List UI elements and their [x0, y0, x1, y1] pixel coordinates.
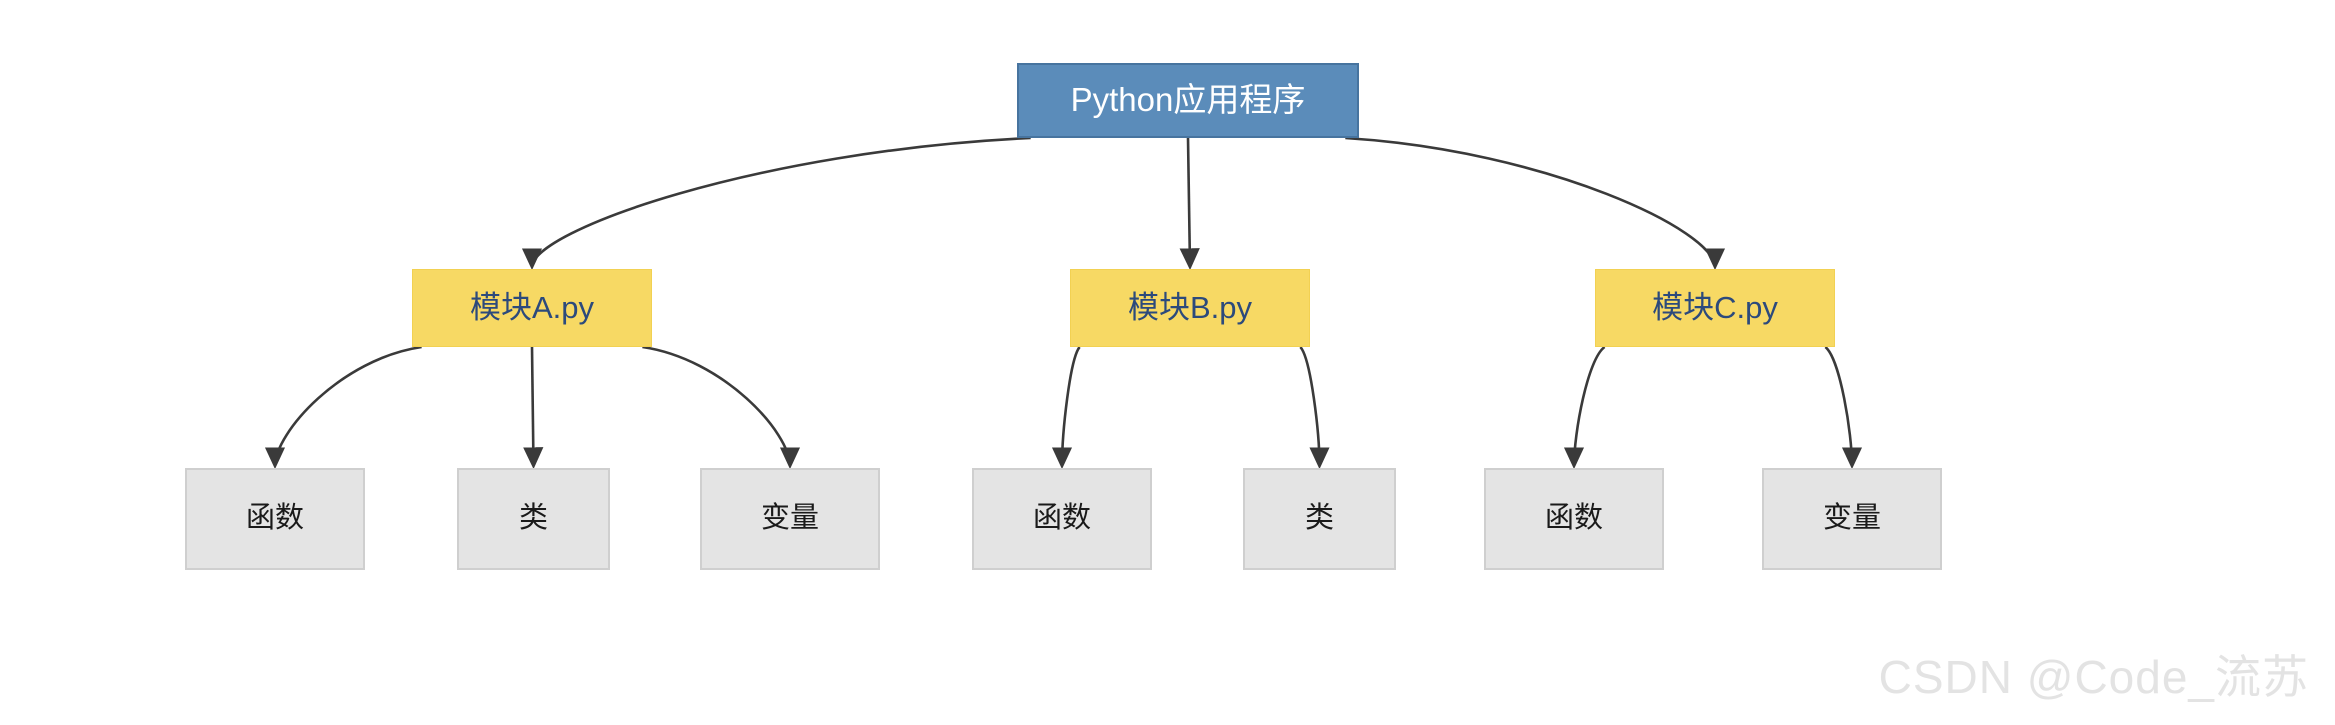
node-leaf-a-variable[interactable]: 变量 — [700, 468, 880, 570]
edge-module-c-to-leaf-c-2 — [1824, 345, 1863, 470]
node-leaf-b-function[interactable]: 函数 — [972, 468, 1152, 570]
node-label: 函数 — [1544, 502, 1603, 535]
node-label: 模块A.py — [469, 289, 595, 325]
watermark-text: CSDN @Code_流苏 — [1878, 651, 2309, 703]
edge-module-a-to-leaf-a-1 — [264, 345, 422, 470]
edge-module-c-to-leaf-c-1 — [1563, 345, 1606, 470]
edge-module-b-to-leaf-b-1 — [1051, 346, 1081, 470]
node-module-c[interactable]: 模块C.py — [1595, 269, 1835, 347]
node-label: 模块B.py — [1127, 289, 1253, 325]
node-label: 模块C.py — [1652, 289, 1778, 325]
node-label: 变量 — [760, 502, 819, 535]
edge-root-to-module-a — [521, 136, 1031, 271]
edge-module-a-to-leaf-a-3 — [642, 345, 801, 470]
node-label: 类 — [518, 502, 548, 535]
node-label: 函数 — [1032, 502, 1091, 535]
node-label: 变量 — [1822, 502, 1881, 535]
edge-module-a-to-leaf-a-2 — [523, 346, 544, 470]
node-python-application[interactable]: Python应用程序 — [1017, 63, 1359, 138]
edge-module-b-to-leaf-b-2 — [1299, 346, 1330, 470]
node-label: 函数 — [245, 502, 304, 535]
node-leaf-c-variable[interactable]: 变量 — [1762, 468, 1942, 570]
node-leaf-c-function[interactable]: 函数 — [1484, 468, 1664, 570]
edge-root-to-module-c — [1345, 136, 1726, 271]
node-module-b[interactable]: 模块B.py — [1070, 269, 1310, 347]
node-leaf-a-function[interactable]: 函数 — [185, 468, 365, 570]
node-leaf-b-class[interactable]: 类 — [1243, 468, 1396, 570]
node-leaf-a-class[interactable]: 类 — [457, 468, 610, 570]
node-label: 类 — [1304, 502, 1334, 535]
node-module-a[interactable]: 模块A.py — [412, 269, 652, 347]
edge-root-to-module-b — [1179, 137, 1200, 271]
node-label: Python应用程序 — [1070, 81, 1306, 119]
